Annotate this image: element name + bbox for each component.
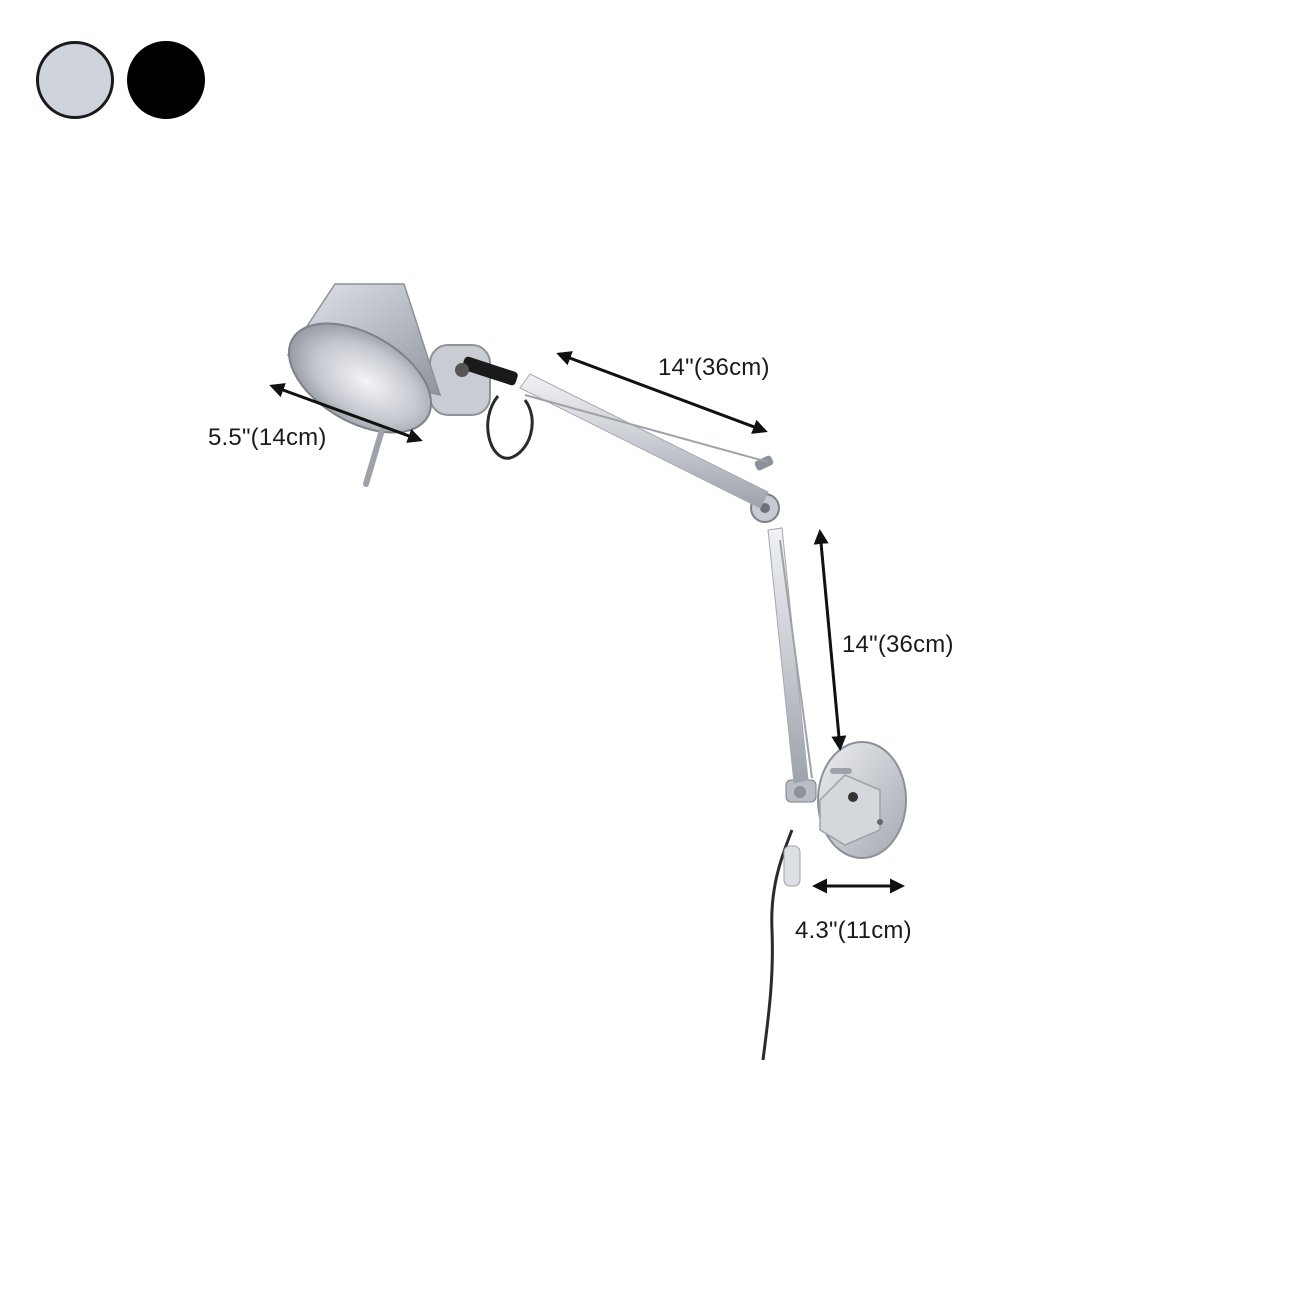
lower-joint	[783, 779, 817, 887]
shade-joint	[429, 344, 534, 460]
lamp-shade	[286, 283, 442, 487]
dimension-arrow-upper-arm	[556, 351, 768, 434]
dimension-arrow-lower-arm	[813, 529, 847, 751]
color-swatch-black[interactable]	[127, 41, 205, 119]
dimension-label-upper-arm: 14"(36cm)	[658, 354, 770, 381]
lower-arm	[767, 527, 813, 784]
color-swatch-silver[interactable]	[36, 41, 114, 119]
dimension-label-lower-arm: 14"(36cm)	[842, 631, 954, 658]
dimension-label-shade: 5.5"(14cm)	[208, 424, 327, 451]
wall-mount-plate	[817, 741, 907, 859]
dimension-arrow-shade	[269, 383, 423, 443]
upper-arm	[519, 373, 769, 509]
dimension-label-wall-plate: 4.3"(11cm)	[795, 917, 912, 944]
power-cord	[761, 829, 794, 1061]
